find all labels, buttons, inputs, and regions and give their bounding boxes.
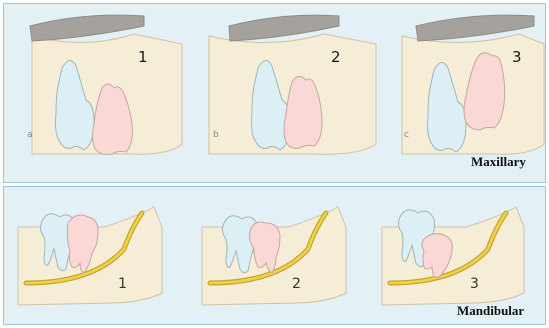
maxillary-number-2: 2 xyxy=(331,48,341,66)
mandibular-number-2: 2 xyxy=(292,276,301,292)
mandibular-caption: Mandibular xyxy=(457,303,524,319)
maxillary-case-2 xyxy=(209,15,376,154)
maxillary-number-1: 1 xyxy=(138,48,148,66)
maxillary-number-3: 3 xyxy=(512,48,522,66)
mandibular-number-1: 1 xyxy=(118,276,127,292)
mandibular-number-3: 3 xyxy=(470,276,479,292)
maxillary-panel: 1 2 3 a b c Maxillary xyxy=(3,3,546,183)
maxillary-caption: Maxillary xyxy=(471,154,526,170)
maxillary-sublabel-b: b xyxy=(213,130,219,140)
maxillary-case-1 xyxy=(30,15,182,154)
maxillary-case-3 xyxy=(402,15,544,154)
mandibular-case-2 xyxy=(202,207,346,305)
mandibular-case-3 xyxy=(382,207,524,305)
maxillary-illustration xyxy=(4,4,547,184)
maxillary-sublabel-a: a xyxy=(27,130,33,140)
mandibular-case-1 xyxy=(18,207,162,305)
mandibular-panel: 1 2 3 Mandibular xyxy=(3,186,546,325)
maxillary-sublabel-c: c xyxy=(404,130,409,140)
